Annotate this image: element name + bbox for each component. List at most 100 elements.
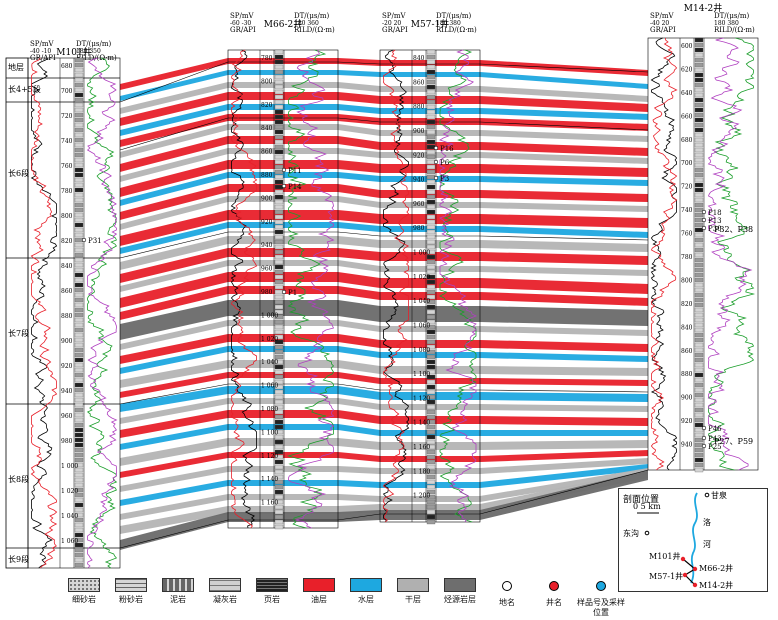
lithology-cell [274,404,284,410]
lithology-cell [274,519,284,525]
depth-label: 780 [261,55,273,62]
legend-item: 水层 [342,578,390,605]
depth-label: 960 [61,413,73,420]
lithology-cell [426,424,436,430]
lithology-cell [274,444,284,450]
lithology-cell [694,387,704,393]
lithology-cell [426,444,436,450]
lithology-cell [426,409,436,415]
legend-swatch [115,578,147,592]
lithology-cell [694,262,704,268]
depth-label: 600 [681,43,693,50]
dt-header: DT/(μs/m) [714,12,750,20]
depth-label: 1 040 [413,298,430,305]
legend-label: 井名 [546,598,562,607]
lithology-cell [274,244,284,250]
lithology-cell [74,192,84,198]
lithology-cell [274,459,284,465]
lithology-cell [274,249,284,255]
map-well-m57-1: M57-1井 [649,571,683,581]
lithology-cell [694,352,704,358]
lithology-cell [74,112,84,118]
sp-range: -60 -30 [230,20,251,27]
sp-header: SP/mV [650,12,675,20]
lithology-cell [694,42,704,48]
lithology-cell [74,317,84,323]
lithology-cell [694,222,704,228]
lithology-cell [694,92,704,98]
lithology-cell [274,339,284,345]
well-marker [692,566,698,572]
lithology-cell [694,397,704,403]
depth-label: 820 [681,301,693,308]
lithology-cell [74,472,84,478]
lithology-cell [426,189,436,195]
correlation-band [120,210,648,246]
lithology-cell [74,482,84,488]
correlation-band [120,236,648,270]
lithology-cell [74,532,84,538]
lithology-cell [426,309,436,315]
lithology-cell [74,272,84,278]
legend-swatch [585,581,617,595]
depth-label: 900 [681,395,693,402]
gr-curve [230,49,258,529]
gr-curve [30,57,58,569]
lithology-cell [74,332,84,338]
lithology-cell [426,269,436,275]
correlation-band [120,300,648,340]
lithology-cell [694,357,704,363]
lithology-cell [694,322,704,328]
legend-label: 页岩 [264,595,280,604]
correlation-band [120,184,648,220]
legend-swatch [350,578,382,592]
correlation-band [120,450,648,478]
lithology-cell [274,419,284,425]
lithology-cell [74,477,84,483]
lithology-cell [694,317,704,323]
lithology-cell [694,87,704,93]
lithology-cell [694,242,704,248]
lithology-cell [274,389,284,395]
rild-header: RILD/(Ω·m) [436,26,477,34]
legend-swatch [303,578,335,592]
lithology-cell [426,344,436,350]
lithology-cell [694,437,704,443]
lithology-cell [426,234,436,240]
legend-label: 地名 [499,598,515,607]
well-marker [682,572,688,578]
depth-label: 940 [61,388,73,395]
depth-label: 740 [61,138,73,145]
lithology-cell [426,484,436,490]
lithology-cell [274,264,284,270]
depth-label: 880 [261,172,273,179]
depth-label: 1 060 [61,538,78,545]
depth-label: 980 [61,438,73,445]
lithology-cell [274,204,284,210]
lithology-cell [426,314,436,320]
lithology-cell [694,82,704,88]
lithology-cell [274,384,284,390]
lithology-cell [274,179,284,185]
lithology-cell [274,324,284,330]
lithology-cell [274,129,284,135]
lithology-cell [274,209,284,215]
depth-label: 1 180 [413,468,430,475]
lithology-cell [694,162,704,168]
depth-label: 1 200 [413,493,430,500]
correlation-band [120,260,648,292]
lithology-cell [426,54,436,60]
lithology-cell [694,237,704,243]
sp-range: -40 20 [650,20,669,27]
depth-label: 720 [61,113,73,120]
lithology-cell [694,187,704,193]
lithology-cell [274,184,284,190]
legend-label: 泥岩 [170,595,186,604]
depth-label: 720 [681,184,693,191]
lithology-cell [426,199,436,205]
lithology-cell [274,379,284,385]
lithology-cell [426,274,436,280]
lithology-cell [274,329,284,335]
strata-label: 长8段 [8,474,29,484]
